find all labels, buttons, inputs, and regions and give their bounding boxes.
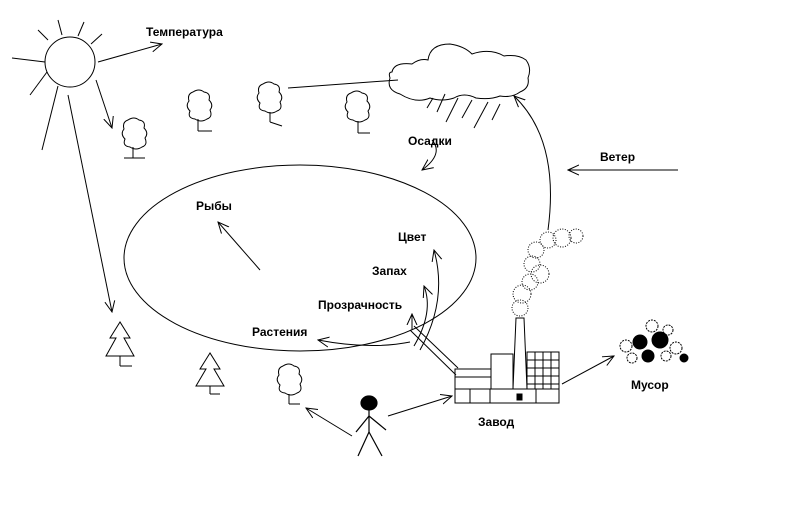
plants-arrow (318, 340, 411, 346)
lake (123, 164, 477, 352)
factory-icon (454, 317, 560, 404)
precipitation-arrow (422, 139, 437, 170)
tree-cloud-link (287, 79, 399, 89)
person-factory-arrow (387, 396, 452, 417)
label-precipitation: Осадки (408, 134, 452, 148)
label-garbage: Мусор (631, 378, 669, 392)
label-fish: Рыбы (196, 199, 232, 213)
spruce-icon (105, 321, 135, 367)
person-icon (355, 395, 387, 457)
tree-icon (186, 89, 213, 132)
garbage-arrow (561, 356, 614, 385)
label-factory: Завод (478, 415, 515, 429)
smoke-icon (511, 228, 584, 317)
label-smell: Запах (372, 264, 407, 278)
sun-spruce-arrow (67, 94, 112, 312)
smoke-cloud-arrow (514, 96, 551, 231)
pipe (409, 329, 457, 376)
sun-temperature-arrow (97, 44, 162, 63)
tree-icon (121, 117, 148, 159)
color-arrow (419, 250, 439, 351)
label-transparency: Прозрачность (318, 298, 403, 312)
tree-icon (256, 81, 283, 127)
sun-tree-arrow (95, 79, 112, 128)
tree-icon (344, 90, 371, 134)
label-wind: Ветер (600, 150, 636, 164)
smell-arrow (413, 286, 427, 347)
spruce-icon (195, 352, 225, 395)
tree-icon (276, 363, 303, 405)
sun-icon (11, 19, 103, 151)
rain-icon (426, 93, 501, 129)
label-color: Цвет (398, 230, 427, 244)
garbage-icon (619, 319, 689, 364)
person-tree-arrow (306, 408, 353, 437)
label-plants: Растения (252, 325, 308, 339)
fish-arrow (218, 222, 261, 271)
label-temperature: Температура (146, 25, 223, 39)
cloud-icon (388, 43, 531, 101)
pipe (413, 325, 459, 369)
